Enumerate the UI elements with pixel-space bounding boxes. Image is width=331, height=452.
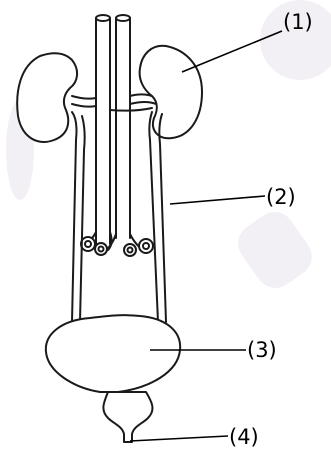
bladder [46, 315, 180, 392]
iliac-vessels [81, 237, 153, 256]
label-1: (1) [283, 10, 313, 34]
label-2: (2) [266, 185, 296, 209]
label-2-group: (2) [170, 185, 296, 209]
label-4-group: (4) [130, 425, 259, 449]
aorta [86, 15, 112, 250]
ureters [72, 112, 166, 322]
label-4: (4) [229, 425, 259, 449]
left-kidney [17, 53, 77, 142]
urethra [103, 392, 152, 442]
leader-line-2 [170, 196, 265, 204]
watermark [6, 0, 331, 296]
renal-vessels [72, 94, 156, 110]
leader-line-4 [130, 436, 228, 441]
label-3: (3) [247, 338, 277, 362]
